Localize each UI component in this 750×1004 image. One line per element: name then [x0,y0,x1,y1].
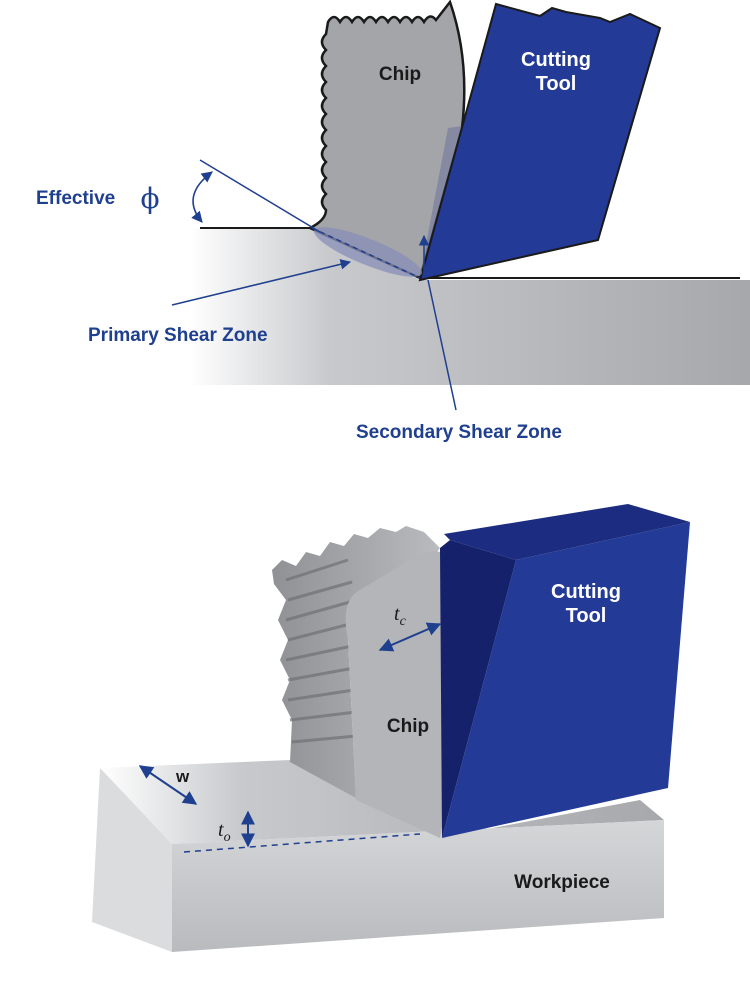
top-primary-shear-zone [314,227,422,277]
top-primary-label: Primary Shear Zone [88,325,268,346]
top-cutting-tool [418,2,662,282]
bottom-tool-top-face [444,504,690,560]
top-chip [307,0,466,280]
bottom-tc-main: t [394,603,400,625]
bottom-workpiece-left-face [92,768,172,952]
bottom-workpiece-front-face [172,820,664,952]
bottom-tool-side-face [440,540,516,838]
top-diagram: Chip Cutting Tool Effective ϕ Primary Sh… [36,0,750,443]
bottom-tool-label-2: Tool [566,605,607,627]
top-chip-label: Chip [379,64,421,85]
bottom-tc-label: tc [394,603,407,629]
top-shear-plane-line [311,227,421,279]
bottom-diagram: Chip Cutting Tool Workpiece w tc to [92,504,690,952]
top-phi-symbol: ϕ [140,182,159,215]
top-tool-label-1: Cutting [521,49,591,71]
bottom-w-label: w [175,767,190,786]
top-tool-label-2: Tool [536,73,577,95]
top-phi-arc [191,171,213,223]
bottom-to-sub: o [224,830,231,845]
top-primary-leader [171,259,352,306]
top-angle-reference-line [199,159,321,233]
bottom-tc-sub: c [400,614,407,629]
bottom-to-label: to [218,819,231,845]
top-secondary-label: Secondary Shear Zone [356,422,562,443]
bottom-tool-label-1: Cutting [551,581,621,603]
bottom-w-arrow [138,765,198,805]
top-effective-label: Effective [36,188,115,209]
bottom-to-main: t [218,819,224,841]
bottom-tc-arrow [378,622,442,652]
bottom-tool-front-face [442,522,690,838]
bottom-workpiece-label: Workpiece [514,872,610,893]
top-secondary-leader [427,279,457,411]
bottom-chip-label: Chip [387,716,429,737]
bottom-chip-ridges [285,558,357,744]
